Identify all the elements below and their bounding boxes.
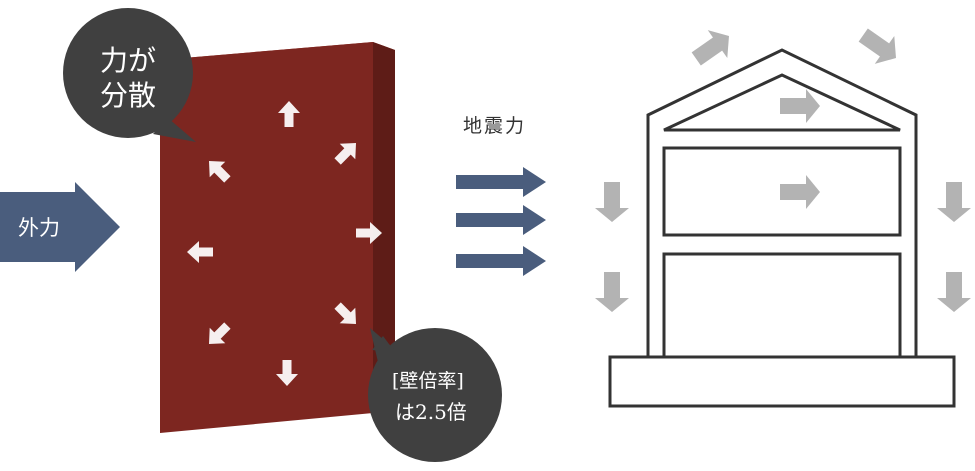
bubble-right-line1: [壁倍率] [392, 370, 464, 392]
house-floor-1 [662, 252, 902, 359]
bubble-left-line2: 分散 [100, 79, 157, 112]
wall-side [373, 42, 395, 420]
bubble-right-line2: は2.5倍 [395, 400, 467, 424]
gray-arrow-icon [780, 175, 820, 209]
gray-arrow-icon [686, 22, 739, 73]
external-force-arrow [0, 182, 120, 272]
earthquake-arrows [456, 167, 546, 276]
house-attic [663, 73, 901, 132]
bubble-left-line1: 力が [100, 44, 157, 77]
gray-arrow-icon [595, 272, 629, 312]
house-outline [608, 48, 956, 408]
right-arrow-icon [456, 167, 546, 197]
right-arrow-icon [0, 182, 120, 272]
right-arrow-icon [456, 246, 546, 276]
house-floor-2 [662, 146, 902, 237]
wall-face [160, 42, 373, 433]
gray-arrow-icon [780, 89, 820, 123]
external-force-label: 外力 [18, 216, 60, 240]
bubble-left [63, 8, 196, 142]
gray-arrow-icon [937, 272, 971, 312]
earthquake-force-label: 地震力 [463, 115, 527, 137]
gray-arrow-icon [595, 182, 629, 222]
gray-arrow-icon [853, 21, 906, 72]
right-arrow-icon [456, 205, 546, 235]
house-foundation [608, 355, 956, 408]
gray-arrow-icon [937, 182, 971, 222]
house-roof-outer [646, 48, 918, 359]
bubble-right [368, 328, 502, 462]
